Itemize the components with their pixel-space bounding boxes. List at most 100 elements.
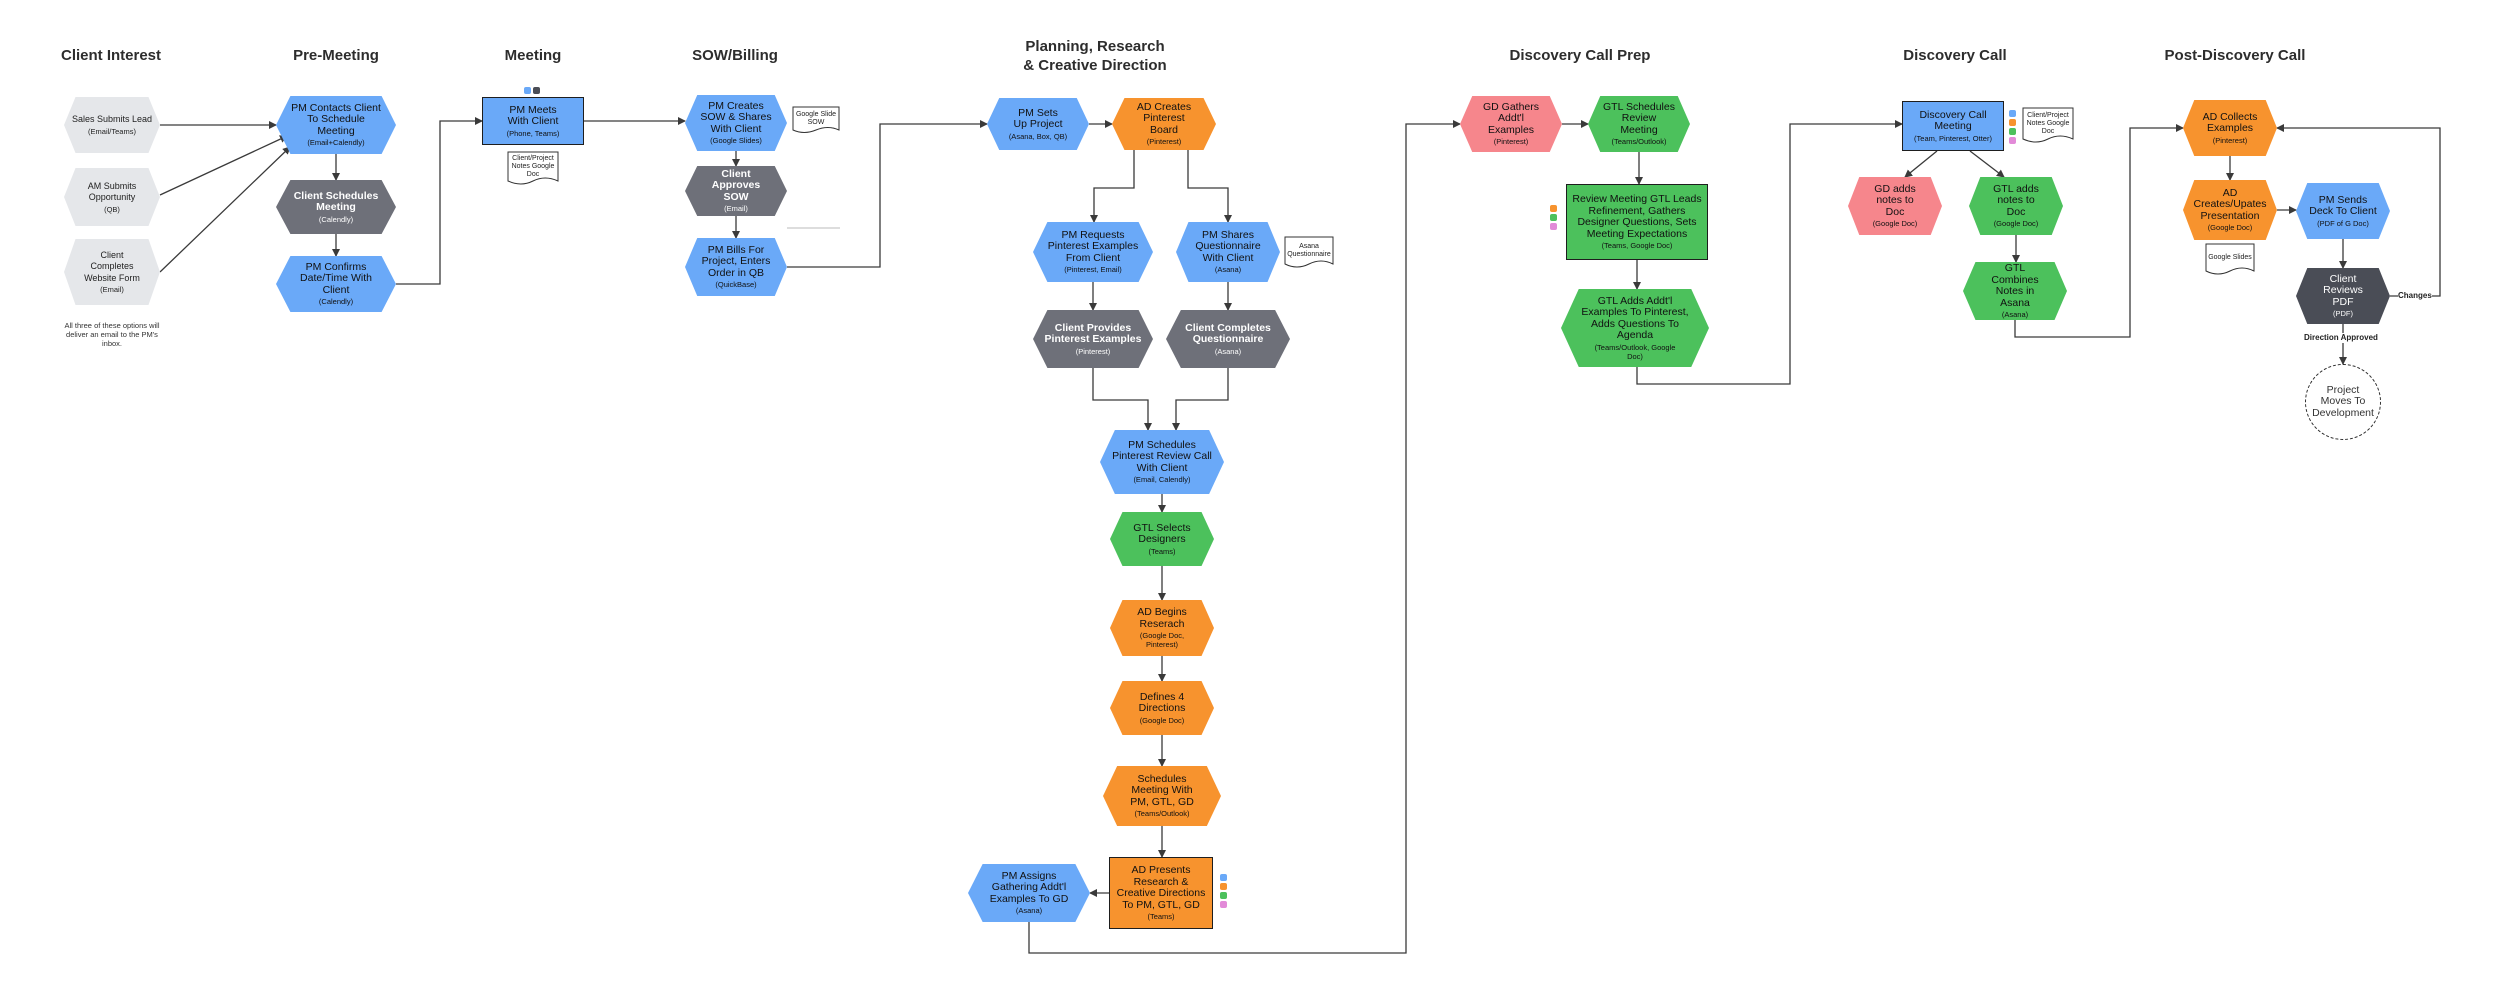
node-subtitle: (Pinterest) xyxy=(1493,137,1529,147)
node-title: GTL Combines Notes in Asana xyxy=(1991,262,2039,309)
node-title: Client Completes Website Form xyxy=(84,249,140,283)
node-subtitle: (Google Doc) xyxy=(1872,219,1918,229)
node-pm-sends-deck: PM Sends Deck To Client (PDF of G Doc) xyxy=(2296,183,2390,239)
node-subtitle: (Asana) xyxy=(2001,310,2029,319)
node-title: PM Shares Questionnaire With Client xyxy=(1195,228,1261,264)
header-discovery-call-prep: Discovery Call Prep xyxy=(1509,47,1651,64)
node-title: GD Gathers Addt'l Examples xyxy=(1482,100,1540,136)
node-subtitle: (Phone, Teams) xyxy=(506,128,560,138)
node-discovery-call-meeting: Discovery Call Meeting (Team, Pinterest,… xyxy=(1902,101,2004,151)
node-subtitle: (PDF of G Doc) xyxy=(2317,218,2369,228)
node-client-reviews-pdf: Client Reviews PDF (PDF) xyxy=(2296,268,2390,324)
marker-green xyxy=(2009,128,2016,135)
node-subtitle: (Google Doc, Pinterest) xyxy=(1139,631,1185,649)
node-subtitle: (QB) xyxy=(104,204,120,214)
node-pm-shares-questionnaire: PM Shares Questionnaire With Client (Asa… xyxy=(1176,222,1280,282)
node-subtitle: (Team, Pinterest, Otter) xyxy=(1914,133,1992,143)
connector-arrow xyxy=(396,117,483,285)
node-subtitle: (Google Doc) xyxy=(1139,715,1185,725)
doc-asana-questionnaire: Asana Questionnaire xyxy=(1284,236,1334,270)
node-title: PM Meets With Client xyxy=(507,103,559,127)
node-title: PM Assigns Gathering Addt'l Examples To … xyxy=(989,869,1069,905)
node-schedules-meeting-pm-gtl-gd: Schedules Meeting With PM, GTL, GD (Team… xyxy=(1103,766,1221,826)
header-client-interest: Client Interest xyxy=(60,47,162,64)
node-title: Client Completes Questionnaire xyxy=(1185,321,1271,345)
node-subtitle: (Pinterest) xyxy=(2212,135,2248,145)
connector-arrow xyxy=(1028,120,1461,954)
node-client-provides-pinterest-examples: Client Provides Pinterest Examples (Pint… xyxy=(1033,310,1153,368)
node-subtitle: (Google Doc) xyxy=(2207,223,2253,233)
node-subtitle: (Asana) xyxy=(1214,265,1242,275)
node-subtitle: (Email) xyxy=(100,285,124,295)
node-title: Discovery Call Meeting xyxy=(1919,108,1987,132)
node-pm-bills-for-project: PM Bills For Project, Enters Order in QB… xyxy=(685,238,787,296)
doc-label: Client/Project Notes Google Doc xyxy=(2026,112,2070,135)
node-title: GTL Adds Addt'l Examples To Pinterest, A… xyxy=(1581,294,1689,341)
node-subtitle: (Asana) xyxy=(1214,346,1242,356)
doc-google-slides: Google Slides xyxy=(2205,243,2255,277)
header-planning-line1: Planning, Research xyxy=(1025,38,1165,55)
node-subtitle: (Asana, Box, QB) xyxy=(1008,131,1068,141)
connector-arrow xyxy=(1092,368,1152,431)
node-title: Client Schedules Meeting xyxy=(293,189,379,213)
node-subtitle: (Teams/Outlook) xyxy=(1611,137,1667,147)
node-client-completes-website-form: Client Completes Website Form (Email) xyxy=(64,239,160,305)
edge-label-changes: Changes xyxy=(2398,291,2432,301)
doc-google-slide-sow: Google Slide SOW xyxy=(792,106,840,136)
connector-arrow xyxy=(1636,120,1903,385)
node-gtl-schedules-review: GTL Schedules Review Meeting (Teams/Outl… xyxy=(1588,96,1690,152)
node-subtitle: (Teams) xyxy=(1147,912,1175,921)
node-pm-sets-up-project: PM Sets Up Project (Asana, Box, QB) xyxy=(987,98,1089,150)
marker-purple xyxy=(1550,223,1557,230)
marker-orange xyxy=(1220,883,1227,890)
marker-blue xyxy=(2009,110,2016,117)
connector-arrow xyxy=(159,135,288,196)
connector-arrow xyxy=(787,120,988,268)
header-discovery-call: Discovery Call xyxy=(1903,47,2007,64)
connector-arrow xyxy=(1904,150,1938,178)
node-subtitle: (PDF) xyxy=(2333,309,2353,319)
node-title: Client Reviews PDF xyxy=(2323,272,2363,308)
node-subtitle: (Google Doc) xyxy=(1993,219,2039,229)
doc-label: Google Slide SOW xyxy=(795,111,837,126)
header-post-discovery-call: Post-Discovery Call xyxy=(2164,47,2306,64)
marker-orange xyxy=(1550,205,1557,212)
marker-blue xyxy=(1220,874,1227,881)
node-gtl-adds-examples: GTL Adds Addt'l Examples To Pinterest, A… xyxy=(1561,289,1709,367)
node-title: AD Presents Research & Creative Directio… xyxy=(1116,864,1206,911)
node-gtl-selects-designers: GTL Selects Designers (Teams) xyxy=(1110,512,1214,566)
node-title: PM Sets Up Project xyxy=(1013,106,1063,130)
connector-arrow xyxy=(1969,150,2005,178)
marker-dark xyxy=(533,87,540,94)
header-planning-line2: & Creative Direction xyxy=(1023,57,1167,74)
node-title: PM Contacts Client To Schedule Meeting xyxy=(291,101,381,137)
node-subtitle: (Calendly) xyxy=(318,214,354,224)
node-subtitle: (Teams/Outlook) xyxy=(1134,809,1190,819)
node-pm-creates-sow: PM Creates SOW & Shares With Client (Goo… xyxy=(685,95,787,151)
node-title: AD Creates Pinterest Board xyxy=(1136,100,1192,136)
marker-blue xyxy=(524,87,531,94)
node-review-meeting: Review Meeting GTL Leads Refinement, Gat… xyxy=(1566,184,1708,260)
node-title: AD Creates/Upates Presentation xyxy=(2193,186,2267,222)
node-subtitle: (Pinterest) xyxy=(1146,137,1182,147)
node-subtitle: (Teams/Outlook, Google Doc) xyxy=(1594,342,1676,361)
node-title: Client Approves SOW xyxy=(711,167,761,203)
marker-purple xyxy=(1220,901,1227,908)
doc-client-project-notes-discovery: Client/Project Notes Google Doc xyxy=(2022,107,2074,145)
node-ad-begins-research: AD Begins Reserach (Google Doc, Pinteres… xyxy=(1110,600,1214,656)
node-pm-meets-with-client: PM Meets With Client (Phone, Teams) xyxy=(482,97,584,145)
node-subtitle: (Google Slides) xyxy=(710,136,762,146)
node-gd-gathers-examples: GD Gathers Addt'l Examples (Pinterest) xyxy=(1460,96,1562,152)
doc-client-project-notes: Client/Project Notes Google Doc xyxy=(507,151,559,187)
connector-arrow xyxy=(1090,150,1135,223)
node-gd-adds-notes: GD adds notes to Doc (Google Doc) xyxy=(1848,177,1942,235)
node-title: Project Moves To Development xyxy=(2312,383,2374,419)
node-title: PM Schedules Pinterest Review Call With … xyxy=(1112,438,1212,474)
doc-label: Client/Project Notes Google Doc xyxy=(511,155,555,178)
node-pm-assigns-gathering: PM Assigns Gathering Addt'l Examples To … xyxy=(968,864,1090,922)
node-project-moves-to-development: Project Moves To Development xyxy=(2305,364,2381,440)
node-subtitle: (Email/Teams) xyxy=(88,126,136,136)
node-title: GTL Schedules Review Meeting xyxy=(1603,100,1675,136)
